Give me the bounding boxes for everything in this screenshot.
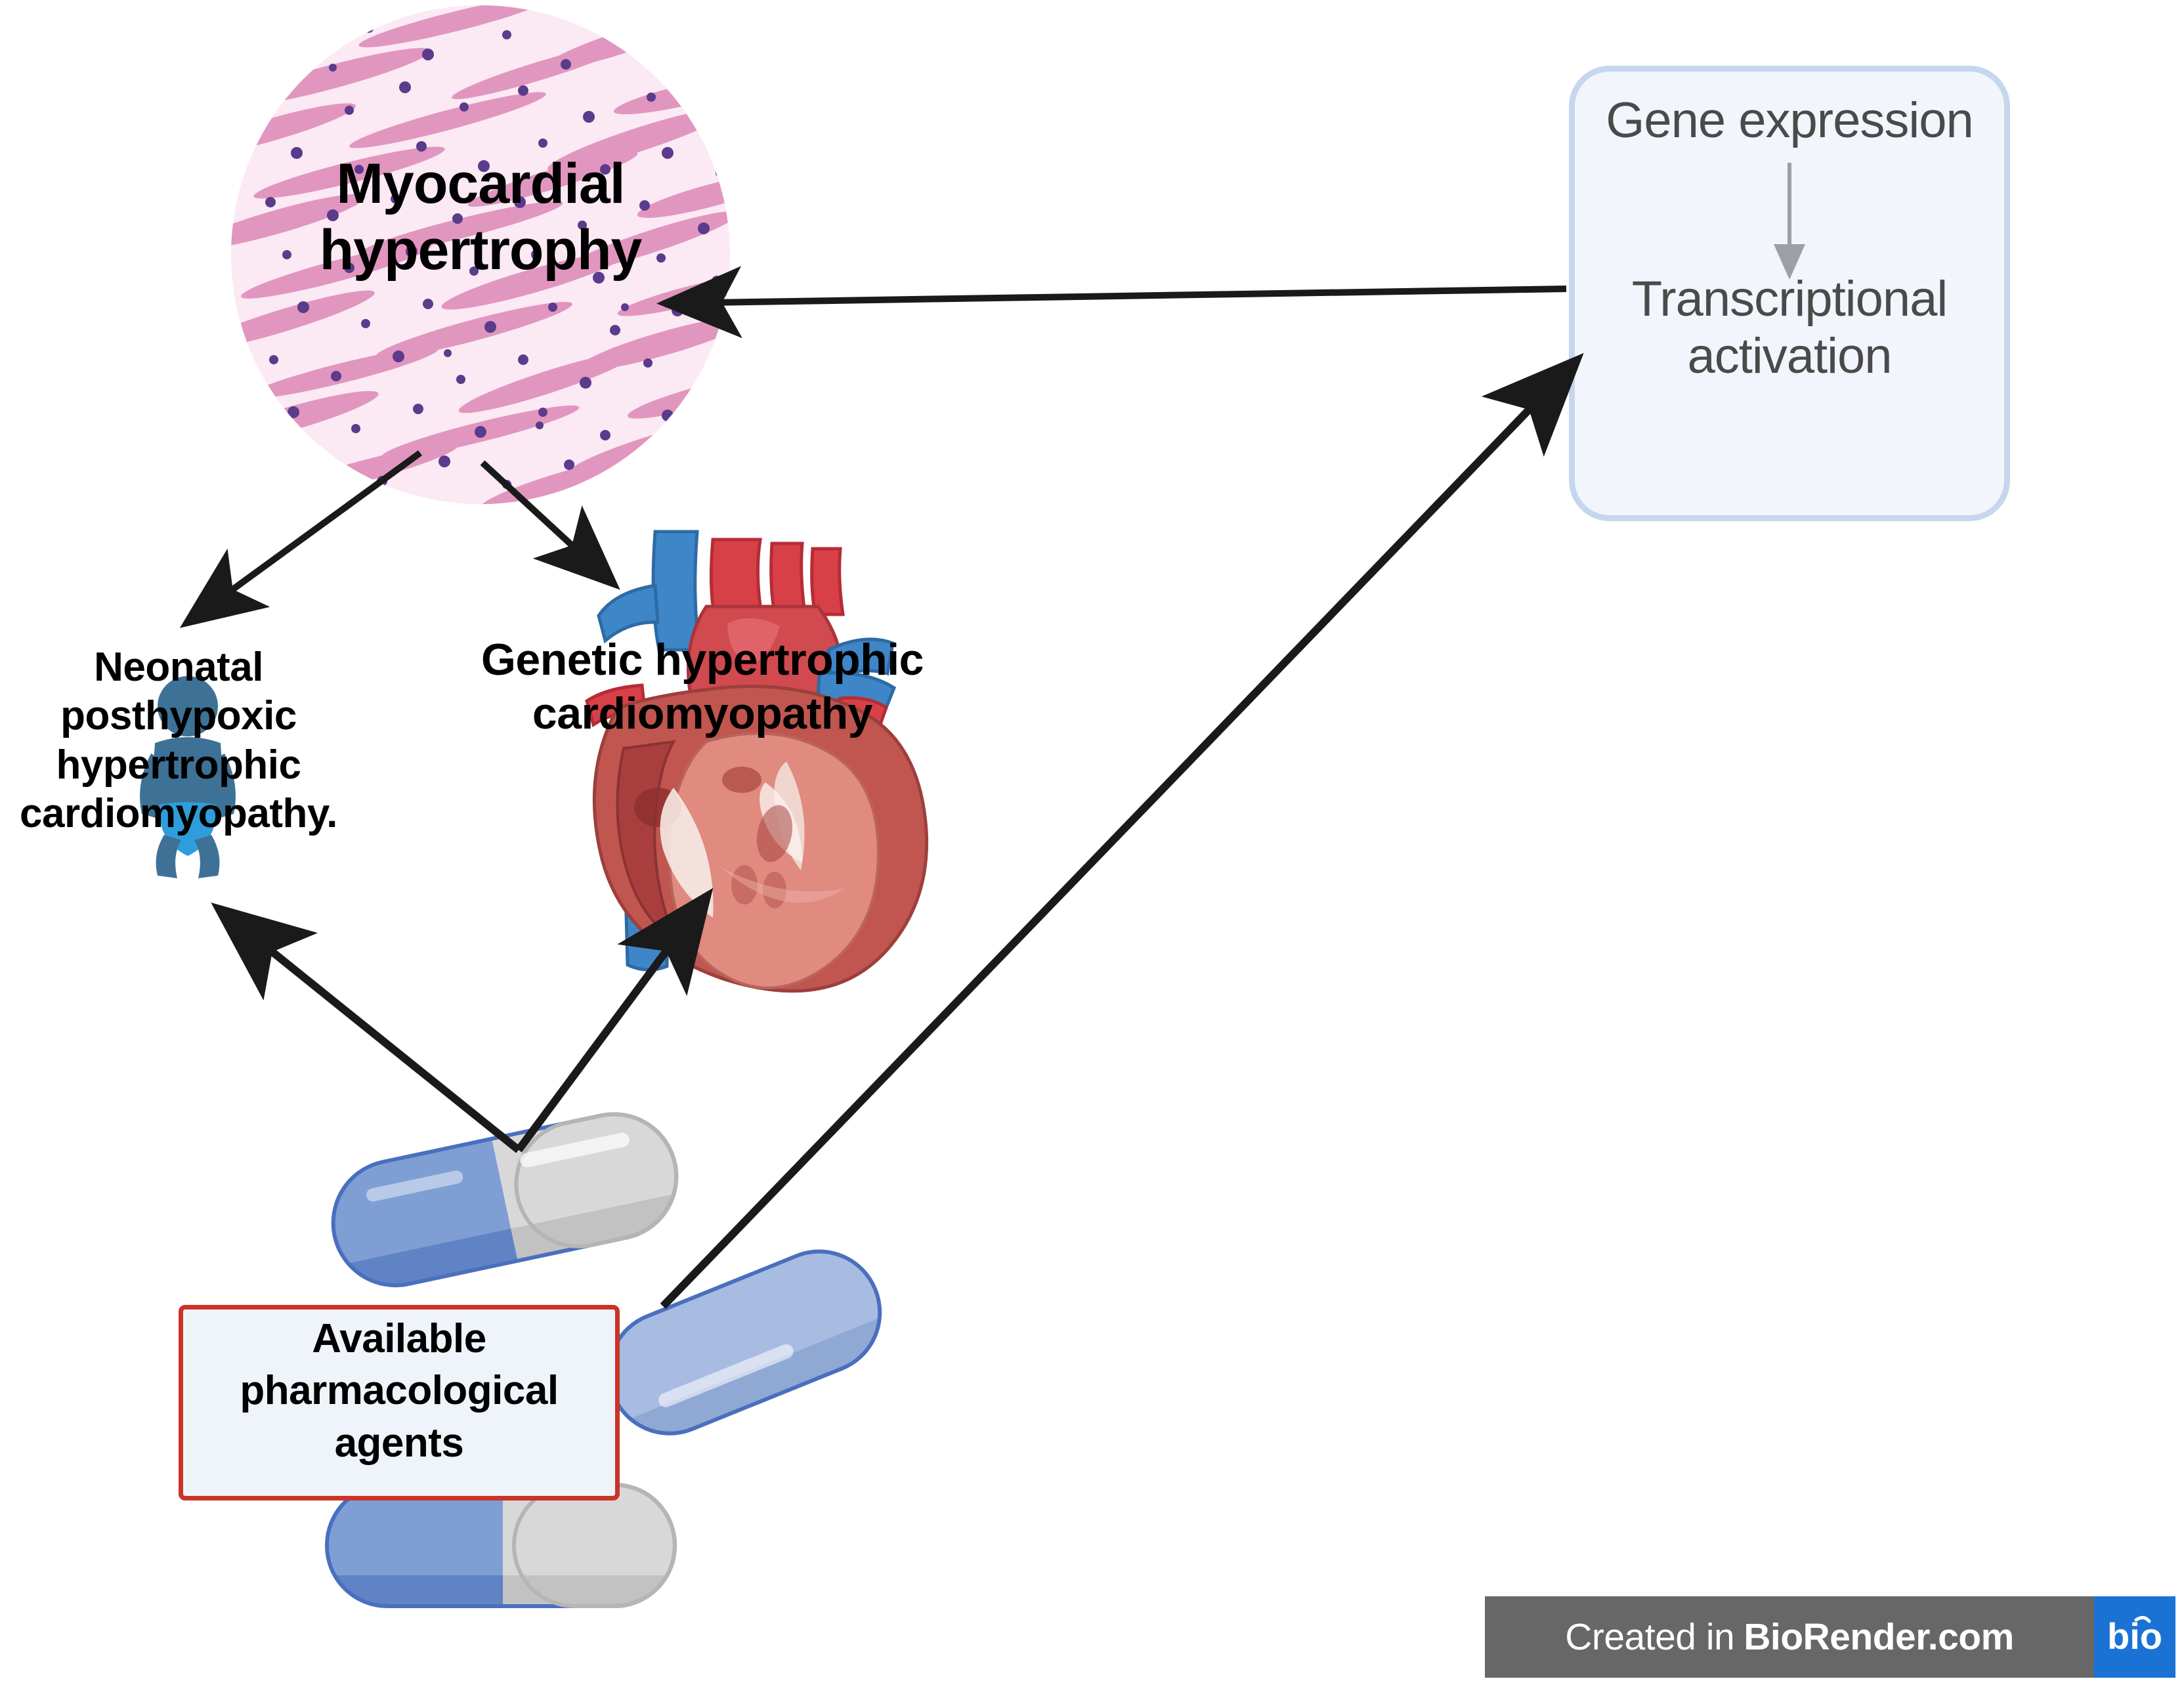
histology-label-line1: Myocardial [336,152,625,215]
histology-label: Myocardial hypertrophy [231,151,730,284]
pharma-line2: pharmacological [240,1368,559,1414]
myocardial-histology-icon [231,5,730,504]
gene-expression-box[interactable] [1569,66,2010,521]
arrow-pharma-to-neonatal [211,902,521,1153]
neonatal-hcm-line4: cardiomyopathy. [19,791,338,837]
neonatal-hcm-label: Neonatal posthypoxic hypertrophic cardio… [0,643,362,839]
bio-logo-icon: bio [2107,1615,2162,1657]
transcriptional-activation-label: Transcriptional activation [1582,270,1997,385]
biorender-text: Created in BioRender.com [1485,1596,2094,1678]
neonatal-hcm-line1: Neonatal [94,645,263,690]
transcriptional-activation-line2: activation [1687,328,1892,385]
arrow-gene-to-histology [656,266,1567,339]
biorender-prefix: Created in [1565,1616,1735,1658]
arrow-pharma-to-genetic-hcm [515,887,714,1153]
genetic-hcm-line2: cardiomyopathy [532,688,873,738]
biorender-watermark: Created in BioRender.com bio [1485,1596,2175,1678]
histology-label-line2: hypertrophy [319,219,643,282]
genetic-hcm-line1: Genetic hypertrophic [481,635,924,685]
neonatal-hcm-line2: posthypoxic [60,693,297,739]
biorender-brand: BioRender.com [1744,1616,2014,1658]
arrow-histology-to-genetic-hcm [480,460,620,590]
gene-expression-title: Gene expression [1606,93,1974,148]
genetic-hcm-label: Genetic hypertrophic cardiomyopathy [433,633,972,740]
bio-logo-text: bio [2107,1615,2162,1657]
biorender-logo: bio [2094,1596,2175,1678]
pharmacological-agents-box[interactable] [179,1305,620,1500]
pharma-line1: Available [312,1316,486,1361]
pharma-line3: agents [334,1420,464,1466]
transcriptional-activation-line1: Transcriptional [1631,271,1948,327]
arrow-pharma-to-transcription [660,352,1584,1309]
arrow-histology-to-neonatal [179,450,422,628]
neonatal-hcm-line3: hypertrophic [56,742,301,788]
pharmacological-agents-label: Available pharmacological agents [179,1313,620,1469]
